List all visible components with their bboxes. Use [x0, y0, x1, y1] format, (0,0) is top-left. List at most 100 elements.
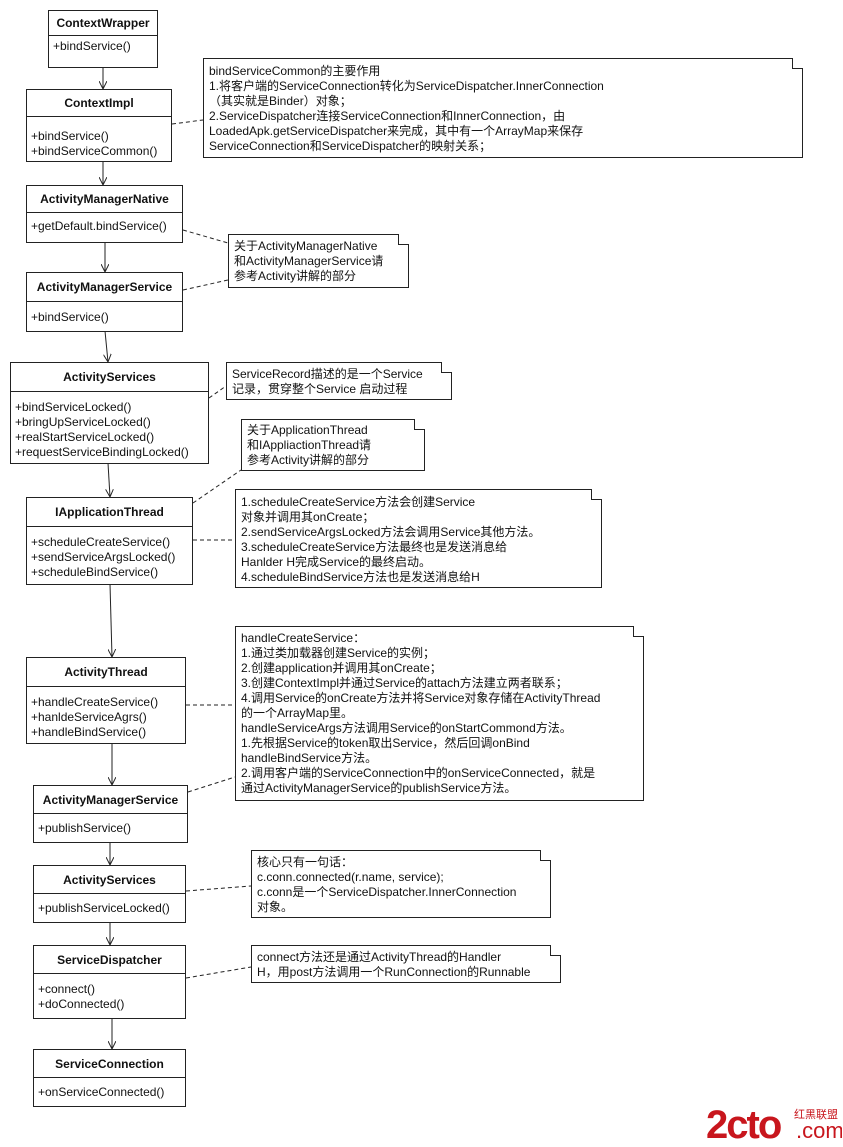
operation: +onServiceConnected(): [38, 1085, 165, 1099]
note-link-4: [208, 385, 227, 399]
note-line: 和ActivityManagerService请: [234, 254, 384, 268]
note-activitymanager: 关于ActivityManagerNative 和ActivityManager…: [228, 234, 409, 288]
note-line: 对象。: [257, 900, 294, 914]
note-corner: [414, 419, 425, 430]
operation: +requestServiceBindingLocked(): [15, 445, 189, 459]
note-link-10: [185, 966, 252, 979]
operation: +realStartServiceLocked(): [15, 430, 155, 444]
note-line: 的一个ArrayMap里。: [241, 706, 354, 720]
operation: +publishServiceLocked(): [38, 901, 170, 915]
note-line: handleServiceArgs方法调用Service的onStartComm…: [241, 721, 572, 735]
note-line: ServiceRecord描述的是一个Service: [232, 367, 423, 381]
note-line: 关于ApplicationThread: [247, 423, 368, 437]
note-line: 和IAppliactionThread请: [247, 438, 372, 452]
note-corner: [540, 850, 551, 861]
note-corner: [550, 945, 561, 956]
note-link-3: [182, 279, 229, 291]
class-name: ActivityThread: [27, 658, 185, 687]
note-line: handleCreateService：: [241, 631, 366, 645]
arrow-activityservices-iappthread: [108, 462, 110, 497]
operation: +getDefault.bindService(): [31, 219, 167, 233]
note-schedulecreateservice: 1.scheduleCreateService方法会创建Service 对象并调…: [235, 489, 602, 588]
class-name: ServiceConnection: [34, 1050, 185, 1078]
note-line: LoadedApk.getServiceDispatcher来完成，其中有一个A…: [209, 124, 584, 138]
watermark-logo-text: 2cto: [706, 1103, 781, 1144]
note-corner: [441, 362, 452, 373]
note-line: 1.先根据Service的token取出Service，然后回调onBind: [241, 736, 530, 750]
operation: +publishService(): [38, 821, 132, 835]
operation: +bindServiceCommon(): [31, 144, 158, 158]
note-line: 2.创建application并调用其onCreate；: [241, 661, 442, 675]
note-connect-method: connect方法还是通过ActivityThread的Handler H，用p…: [251, 945, 561, 983]
watermark-cn: 红黑联盟: [794, 1108, 838, 1121]
note-line: c.conn.connected(r.name, service);: [257, 870, 444, 884]
note-line: 参考Activity讲解的部分: [234, 269, 357, 283]
operation: +connect(): [38, 982, 96, 996]
note-corner: [398, 234, 409, 245]
note-link-5: [192, 469, 242, 504]
note-line: 3.scheduleCreateService方法最终也是发送消息给: [241, 540, 508, 554]
note-line: 2.sendServiceArgsLocked方法会调用Service其他方法。: [241, 525, 541, 539]
class-name: ContextWrapper: [49, 11, 157, 36]
operation: +handleCreateService(): [31, 695, 159, 709]
class-activitymanagerservice-publish: ActivityManagerService +publishService(): [33, 785, 188, 843]
class-contextwrapper: ContextWrapper +bindService(): [48, 10, 158, 68]
note-line: 通过ActivityManagerService的publishService方…: [241, 781, 517, 795]
note-link-1: [171, 119, 204, 125]
class-serviceconnection: ServiceConnection +onServiceConnected(): [33, 1049, 186, 1107]
note-line: Hanlder H完成Service的最终启动。: [241, 555, 432, 569]
note-line: H，用post方法调用一个RunConnection的Runnable: [257, 965, 531, 979]
note-corner: [633, 626, 644, 637]
note-line: 1.通过类加载器创建Service的实例；: [241, 646, 436, 660]
operation: +handleBindService(): [31, 725, 147, 739]
watermark-logo: 2cto 红黑联盟 .com: [706, 1103, 842, 1144]
class-name: ActivityManagerService: [27, 273, 182, 302]
note-link-2: [182, 229, 229, 244]
note-line: 关于ActivityManagerNative: [234, 239, 378, 253]
note-line: 对象并调用其onCreate；: [241, 510, 375, 524]
class-name: IApplicationThread: [27, 498, 192, 527]
operation: +doConnected(): [38, 997, 125, 1011]
note-line: 4.调用Service的onCreate方法并将Service对象存储在Acti…: [241, 691, 601, 705]
note-line: （其实就是Binder）对象；: [209, 94, 352, 108]
note-link-8: [187, 776, 236, 793]
note-line: handleBindService方法。: [241, 751, 378, 765]
note-conn-connected: 核心只有一句话： c.conn.connected(r.name, servic…: [251, 850, 551, 918]
operation: +scheduleCreateService(): [31, 535, 171, 549]
class-name: ContextImpl: [27, 90, 171, 117]
class-activitymanagerservice: ActivityManagerService +bindService(): [26, 272, 183, 332]
note-corner: [792, 58, 803, 69]
arrow-ams-activityservices: [105, 330, 108, 362]
operation: +scheduleBindService(): [31, 565, 159, 579]
note-line: 4.scheduleBindService方法也是发送消息给H: [241, 570, 480, 584]
arrow-iappthread-activitythread: [110, 583, 112, 657]
operation: +bindService(): [31, 310, 109, 324]
note-line: connect方法还是通过ActivityThread的Handler: [257, 950, 502, 964]
operation: +bindService(): [53, 39, 131, 53]
note-line: 参考Activity讲解的部分: [247, 453, 370, 467]
class-contextimpl: ContextImpl +bindService() +bindServiceC…: [26, 89, 172, 162]
note-line: ServiceConnection和ServiceDispatcher的映射关系…: [209, 139, 492, 153]
note-line: 3.创建ContextImpl并通过Service的attach方法建立两者联系…: [241, 676, 568, 690]
class-activityservices: ActivityServices +bindServiceLocked() +b…: [10, 362, 209, 464]
note-handlecreateservice: handleCreateService： 1.通过类加载器创建Service的实…: [235, 626, 644, 801]
class-iapplicationthread: IApplicationThread +scheduleCreateServic…: [26, 497, 193, 585]
watermark-suffix: .com: [796, 1118, 842, 1143]
note-corner: [591, 489, 602, 500]
note-line: 核心只有一句话：: [257, 855, 354, 869]
note-line: 记录，贯穿整个Service 启动过程: [232, 382, 408, 396]
operation: +sendServiceArgsLocked(): [31, 550, 176, 564]
note-line: 2.ServiceDispatcher连接ServiceConnection和I…: [209, 109, 566, 123]
note-applicationthread: 关于ApplicationThread 和IAppliactionThread请…: [241, 419, 425, 471]
note-servicerecord: ServiceRecord描述的是一个Service 记录，贯穿整个Servic…: [226, 362, 452, 400]
note-line: 1.scheduleCreateService方法会创建Service: [241, 495, 476, 509]
class-name: ActivityManagerNative: [27, 186, 182, 213]
class-name: ServiceDispatcher: [34, 946, 185, 974]
class-name: ActivityManagerService: [34, 786, 187, 814]
class-activityservices-publish: ActivityServices +publishServiceLocked(): [33, 865, 186, 923]
note-link-9: [185, 885, 252, 892]
note-line: c.conn是一个ServiceDispatcher.InnerConnecti…: [257, 885, 517, 899]
note-line: 2.调用客户端的ServiceConnection中的onServiceConn…: [241, 766, 596, 780]
class-activitymanagernative: ActivityManagerNative +getDefault.bindSe…: [26, 185, 183, 243]
